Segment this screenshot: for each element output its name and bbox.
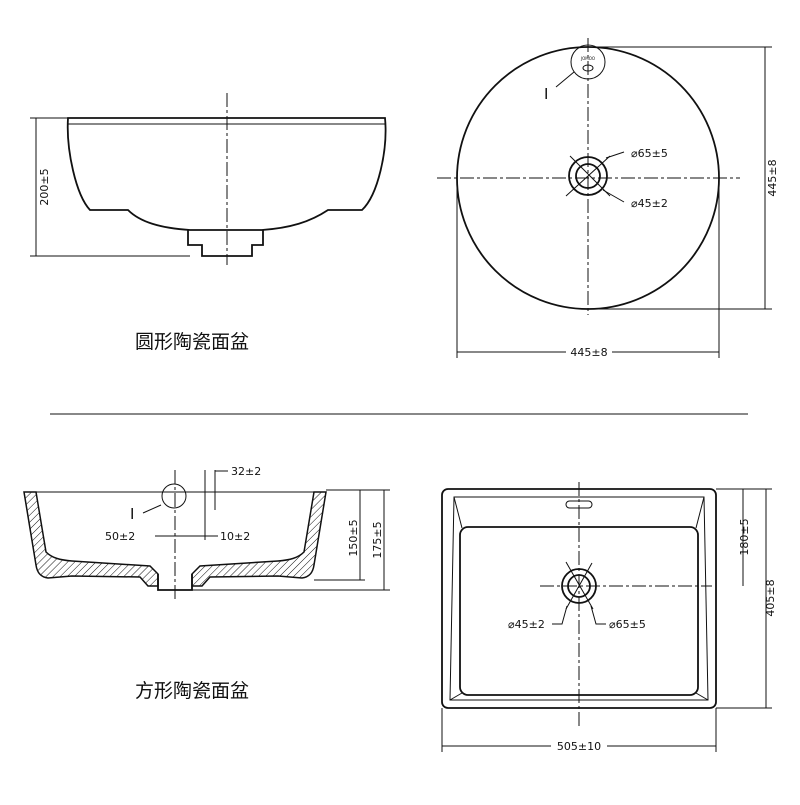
square-basin-overflow-width-dim: 50±2 bbox=[105, 530, 135, 543]
round-basin-title: 圆形陶瓷面盆 bbox=[135, 331, 249, 353]
leader-line bbox=[590, 605, 606, 625]
square-basin-left-wall-section bbox=[23, 491, 159, 587]
square-basin-top-view: ⌀45±2 ⌀65±5 180±5 405±8 505±10 bbox=[441, 482, 777, 753]
round-basin-drain-outer bbox=[568, 156, 608, 196]
dim-text-bg bbox=[551, 738, 607, 752]
corner-line bbox=[449, 692, 463, 701]
leader-line bbox=[605, 151, 625, 159]
square-basin-overflow-height-dim: 10±2 bbox=[220, 530, 250, 543]
round-basin-top-view: ⌀65±5 ⌀45±2 JOMOO I 445±8 445±8 bbox=[437, 38, 779, 359]
round-basin-drain-inner bbox=[575, 163, 601, 189]
square-basin-inner-height-dim: 150±5 bbox=[347, 519, 360, 556]
leader-line bbox=[569, 155, 611, 197]
corner-line bbox=[695, 692, 709, 701]
leader-line bbox=[552, 605, 568, 625]
corner-line bbox=[453, 496, 463, 529]
leader-line bbox=[602, 189, 625, 203]
square-basin-overflow-hole bbox=[161, 483, 187, 509]
jomoo-logo-text: JOMOO bbox=[580, 56, 595, 61]
leader-line bbox=[565, 562, 593, 610]
leader-line bbox=[142, 504, 162, 514]
corner-line bbox=[695, 496, 705, 529]
square-basin-section-view: I 32±2 50±2 10±2 150±5 175±5 bbox=[23, 465, 390, 600]
square-basin-overflow-label: I bbox=[130, 505, 134, 523]
square-basin-total-height-dim: 175±5 bbox=[371, 521, 384, 558]
round-basin-depth-dim: 445±8 bbox=[766, 159, 779, 196]
square-basin-drain-outer bbox=[561, 568, 597, 604]
square-basin-depth-dim: 405±8 bbox=[764, 579, 777, 616]
round-basin-width-dim: 445±8 bbox=[570, 346, 607, 359]
square-basin-center-offset-dim: 180±5 bbox=[738, 518, 751, 555]
square-basin-width-dim: 505±10 bbox=[557, 740, 601, 753]
square-basin-title: 方形陶瓷面盆 bbox=[135, 680, 249, 702]
round-basin-side-view: 200±5 bbox=[30, 93, 387, 265]
round-basin-drain-stub bbox=[187, 230, 264, 257]
square-basin-inner-dia-dim: ⌀45±2 bbox=[508, 618, 545, 631]
jomoo-logo bbox=[582, 64, 594, 72]
dim-text-bg bbox=[566, 344, 612, 358]
round-basin-side-body bbox=[66, 117, 387, 231]
round-basin-overflow-label: I bbox=[544, 85, 548, 103]
square-basin-outer-dia-dim: ⌀65±5 bbox=[609, 618, 646, 631]
square-basin-drain-inner bbox=[567, 574, 591, 598]
leader-line bbox=[565, 155, 611, 197]
round-basin-overflow-hole bbox=[570, 44, 606, 80]
square-basin-right-wall-section bbox=[191, 491, 327, 587]
square-basin-overflow-offset-dim: 32±2 bbox=[231, 465, 261, 478]
round-basin-height-dim: 200±5 bbox=[38, 168, 51, 205]
leader-line bbox=[555, 71, 575, 88]
round-basin-outer-dia-dim: ⌀65±5 bbox=[631, 147, 668, 160]
round-basin-inner-dia-dim: ⌀45±2 bbox=[631, 197, 668, 210]
